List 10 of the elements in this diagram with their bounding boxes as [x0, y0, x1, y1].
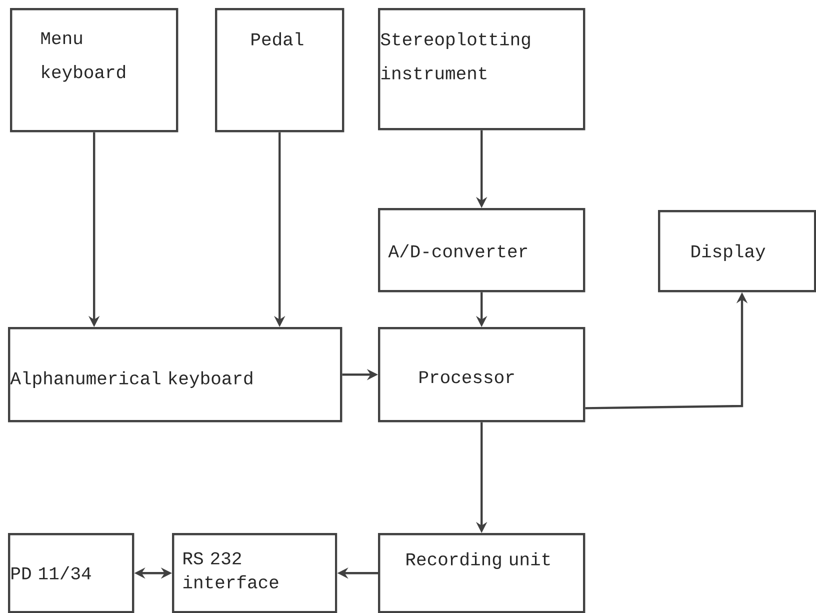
process-box: Menu keyboard [10, 8, 178, 132]
process-box: Display [658, 210, 816, 292]
process-box: Processor [378, 327, 586, 422]
process-box: Stereoplotting instrument [378, 8, 586, 130]
process-box: Recording unit [378, 533, 586, 613]
process-box: RS 232 interface [172, 533, 338, 613]
process-box: PD 11/34 [8, 533, 134, 613]
process-box: A/D-converter [378, 208, 586, 292]
process-box: Alphanumerical keyboard [8, 327, 342, 422]
process-box: Pedal [215, 8, 344, 132]
